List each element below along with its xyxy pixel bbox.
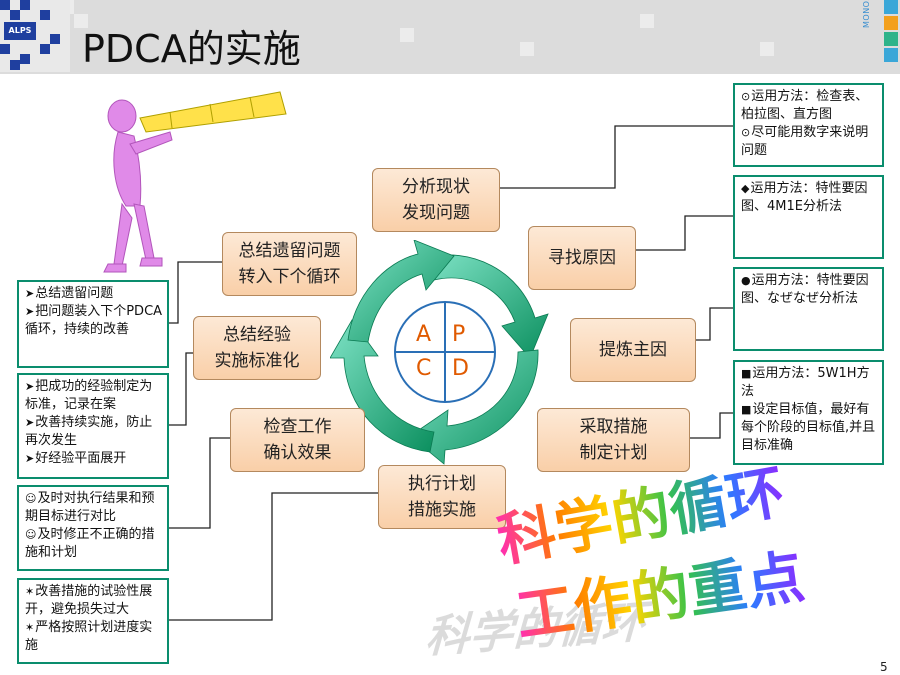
step-measures-line1: 采取措施 <box>579 417 648 437</box>
note-summarize-item: ➤把问题装入下个PDCA循环，持续的改善 <box>25 304 163 337</box>
note-summarize-item: ➤总结遗留问题 <box>25 286 114 301</box>
note-execute: ✶改善措施的试验性展开，避免损失过大 ✶严格按照计划进度实施 <box>17 578 169 664</box>
pdca-cycle-diagram <box>330 240 549 465</box>
page-number: 5 <box>880 660 888 674</box>
note-execute-item: ✶严格按照计划进度实施 <box>25 620 153 653</box>
note-standardize-item: ➤好经验平面展开 <box>25 451 127 466</box>
step-summarize-line1: 总结遗留问题 <box>238 241 341 261</box>
note-execute-item: ✶改善措施的试验性展开，避免损失过大 <box>25 584 153 617</box>
step-summarize-box: 总结遗留问题 转入下个循环 <box>222 232 357 296</box>
cycle-letter-d: D <box>452 356 469 381</box>
page-title: PDCA的实施 <box>82 27 301 71</box>
step-find-cause-label: 寻找原因 <box>548 248 616 268</box>
pdca-wheel <box>394 301 496 403</box>
step-check-line1: 检查工作 <box>263 417 332 437</box>
step-execute-line2: 措施实施 <box>408 500 476 520</box>
step-main-cause-box: 提炼主因 <box>570 318 696 382</box>
cycle-letter-c: C <box>416 356 432 381</box>
note-summarize: ➤总结遗留问题 ➤把问题装入下个PDCA循环，持续的改善 <box>17 280 169 368</box>
telescope-figure-icon <box>103 91 287 273</box>
note-standardize: ➤把成功的经验制定为标准，记录在案 ➤改善持续实施，防止再次发生 ➤好经验平面展… <box>17 373 169 479</box>
note-measures-item: ■设定目标值，最好有每个阶段的目标值,并且目标准确 <box>741 402 876 453</box>
note-check-item: ☺及时对执行结果和预期目标进行对比 <box>25 491 155 524</box>
step-standardize-line1: 总结经验 <box>223 325 291 345</box>
note-check: ☺及时对执行结果和预期目标进行对比 ☺及时修正不正确的措施和计划 <box>17 485 169 571</box>
step-check-box: 检查工作 确认效果 <box>230 408 365 472</box>
cycle-arrows <box>330 240 549 465</box>
note-main-cause-item: ●运用方法：特性要因图、なぜなぜ分析法 <box>741 273 869 306</box>
brand-squares-icon <box>884 0 898 62</box>
note-find-cause: ◆运用方法：特性要因图、4M1E分析法 <box>733 175 884 259</box>
step-standardize-line2: 实施标准化 <box>214 351 300 371</box>
note-analyze-item: ⊙尽可能用数字来说明问题 <box>741 125 869 158</box>
step-check-line2: 确认效果 <box>263 443 332 463</box>
logo-grid-icon <box>0 0 60 70</box>
logo-label: ALPS <box>4 22 36 40</box>
note-measures: ■运用方法：5W1H方法 ■设定目标值，最好有每个阶段的目标值,并且目标准确 <box>733 360 884 465</box>
step-execute-line1: 执行计划 <box>408 474 476 494</box>
step-analyze-box: 分析现状 发现问题 <box>372 168 500 232</box>
cycle-letter-a: A <box>416 322 432 347</box>
step-summarize-line2: 转入下个循环 <box>238 267 341 287</box>
note-check-item: ☺及时修正不正确的措施和计划 <box>25 527 155 560</box>
step-standardize-box: 总结经验 实施标准化 <box>193 316 321 380</box>
note-standardize-item: ➤改善持续实施，防止再次发生 <box>25 415 153 448</box>
note-analyze: ⊙运用方法：检查表、柏拉图、直方图 ⊙尽可能用数字来说明问题 <box>733 83 884 167</box>
note-measures-item: ■运用方法：5W1H方法 <box>741 366 870 399</box>
step-execute-box: 执行计划 措施实施 <box>378 465 506 529</box>
note-main-cause: ●运用方法：特性要因图、なぜなぜ分析法 <box>733 267 884 351</box>
step-find-cause-box: 寻找原因 <box>528 226 636 290</box>
company-logo: ALPS <box>0 0 70 72</box>
step-measures-line2: 制定计划 <box>579 443 648 463</box>
brand-strip <box>872 0 900 74</box>
cycle-letter-p: P <box>452 322 466 347</box>
note-find-cause-item: ◆运用方法：特性要因图、4M1E分析法 <box>741 181 868 214</box>
header-band <box>0 0 900 74</box>
note-standardize-item: ➤把成功的经验制定为标准，记录在案 <box>25 379 153 412</box>
step-analyze-line1: 分析现状 <box>402 177 470 197</box>
step-main-cause-label: 提炼主因 <box>599 340 667 360</box>
step-analyze-line2: 发现问题 <box>402 203 470 223</box>
step-measures-box: 采取措施 制定计划 <box>537 408 690 472</box>
note-analyze-item: ⊙运用方法：检查表、柏拉图、直方图 <box>741 89 869 122</box>
